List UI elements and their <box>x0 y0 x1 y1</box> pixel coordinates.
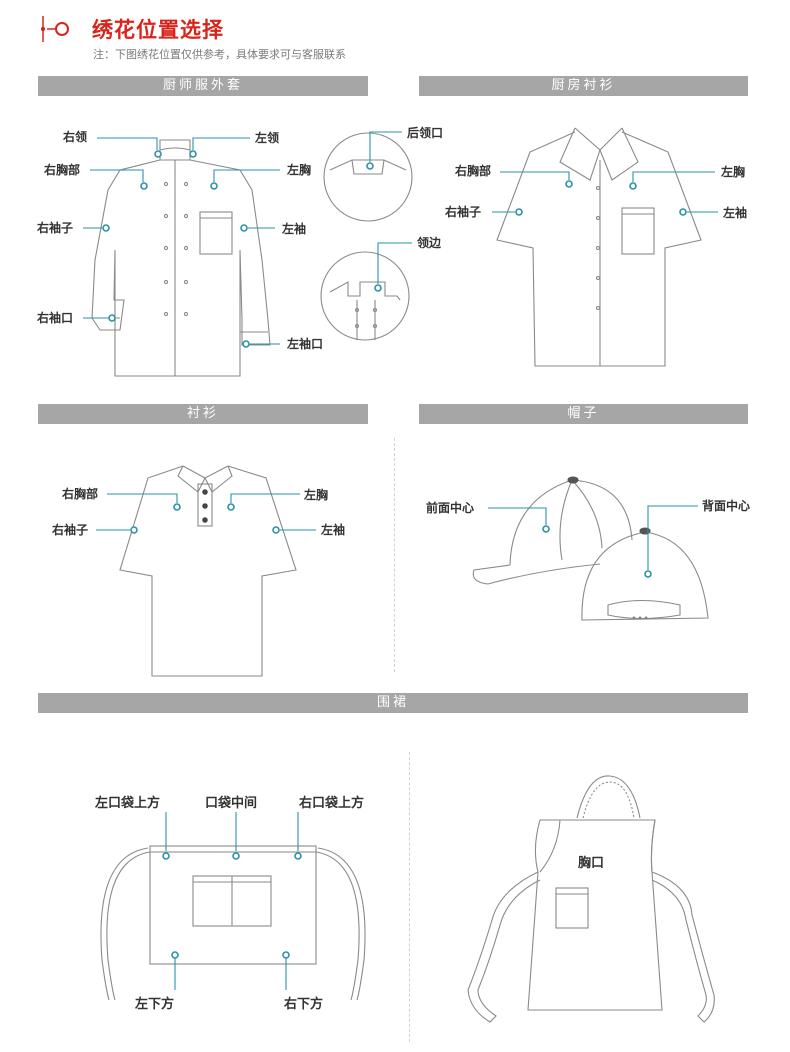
label-chef-right-cuff: 右袖口 <box>37 311 74 325</box>
label-chef-left-collar: 左领 <box>255 131 280 145</box>
label-apron-bottom-left: 左下方 <box>135 997 175 1012</box>
page-title: 绣花位置选择 <box>92 18 224 42</box>
section-bar-polo: 衬衫 <box>38 404 368 424</box>
divider-aprons <box>409 752 410 1042</box>
label-apron-right-pocket-top: 右口袋上方 <box>299 796 365 811</box>
label-shirt-left-sleeve: 左袖 <box>723 206 748 220</box>
divider-polo-cap <box>394 438 395 672</box>
label-chef-right-chest: 右胸部 <box>44 163 81 177</box>
label-polo-right-chest: 右胸部 <box>62 487 99 501</box>
label-apron-pocket-middle: 口袋中间 <box>205 796 258 811</box>
section-bar-apron: 围裙 <box>38 693 748 713</box>
label-shirt-right-chest: 右胸部 <box>455 164 492 178</box>
label-polo-left-sleeve: 左袖 <box>321 523 346 537</box>
label-cap-back-center: 背面中心 <box>702 499 751 513</box>
label-chef-right-collar: 右领 <box>63 130 88 144</box>
label-apron-chest: 胸口 <box>578 856 605 871</box>
label-chef-left-chest: 左胸 <box>287 163 312 177</box>
header-ornament-icon <box>40 16 69 42</box>
label-chef-right-sleeve: 右袖子 <box>37 221 74 235</box>
label-cap-front-center: 前面中心 <box>426 501 475 515</box>
section-bar-cap: 帽子 <box>419 404 748 424</box>
label-chef-back-collar: 后领口 <box>407 126 444 140</box>
section-bar-chef-coat: 厨师服外套 <box>38 76 368 96</box>
label-shirt-right-sleeve: 右袖子 <box>445 205 482 219</box>
label-polo-right-sleeve: 右袖子 <box>52 523 89 537</box>
label-chef-left-cuff: 左袖口 <box>287 337 324 351</box>
label-chef-left-sleeve: 左袖 <box>282 222 307 236</box>
section-bar-kitchen-shirt: 厨房衬衫 <box>419 76 748 96</box>
label-apron-left-pocket-top: 左口袋上方 <box>95 796 161 811</box>
label-apron-bottom-right: 右下方 <box>284 997 324 1012</box>
page-note: 注：下图绣花位置仅供参考，具体要求可与客服联系 <box>93 48 346 61</box>
label-shirt-left-chest: 左胸 <box>721 165 746 179</box>
label-polo-left-chest: 左胸 <box>304 488 329 502</box>
label-chef-collar-edge: 领边 <box>417 236 442 250</box>
